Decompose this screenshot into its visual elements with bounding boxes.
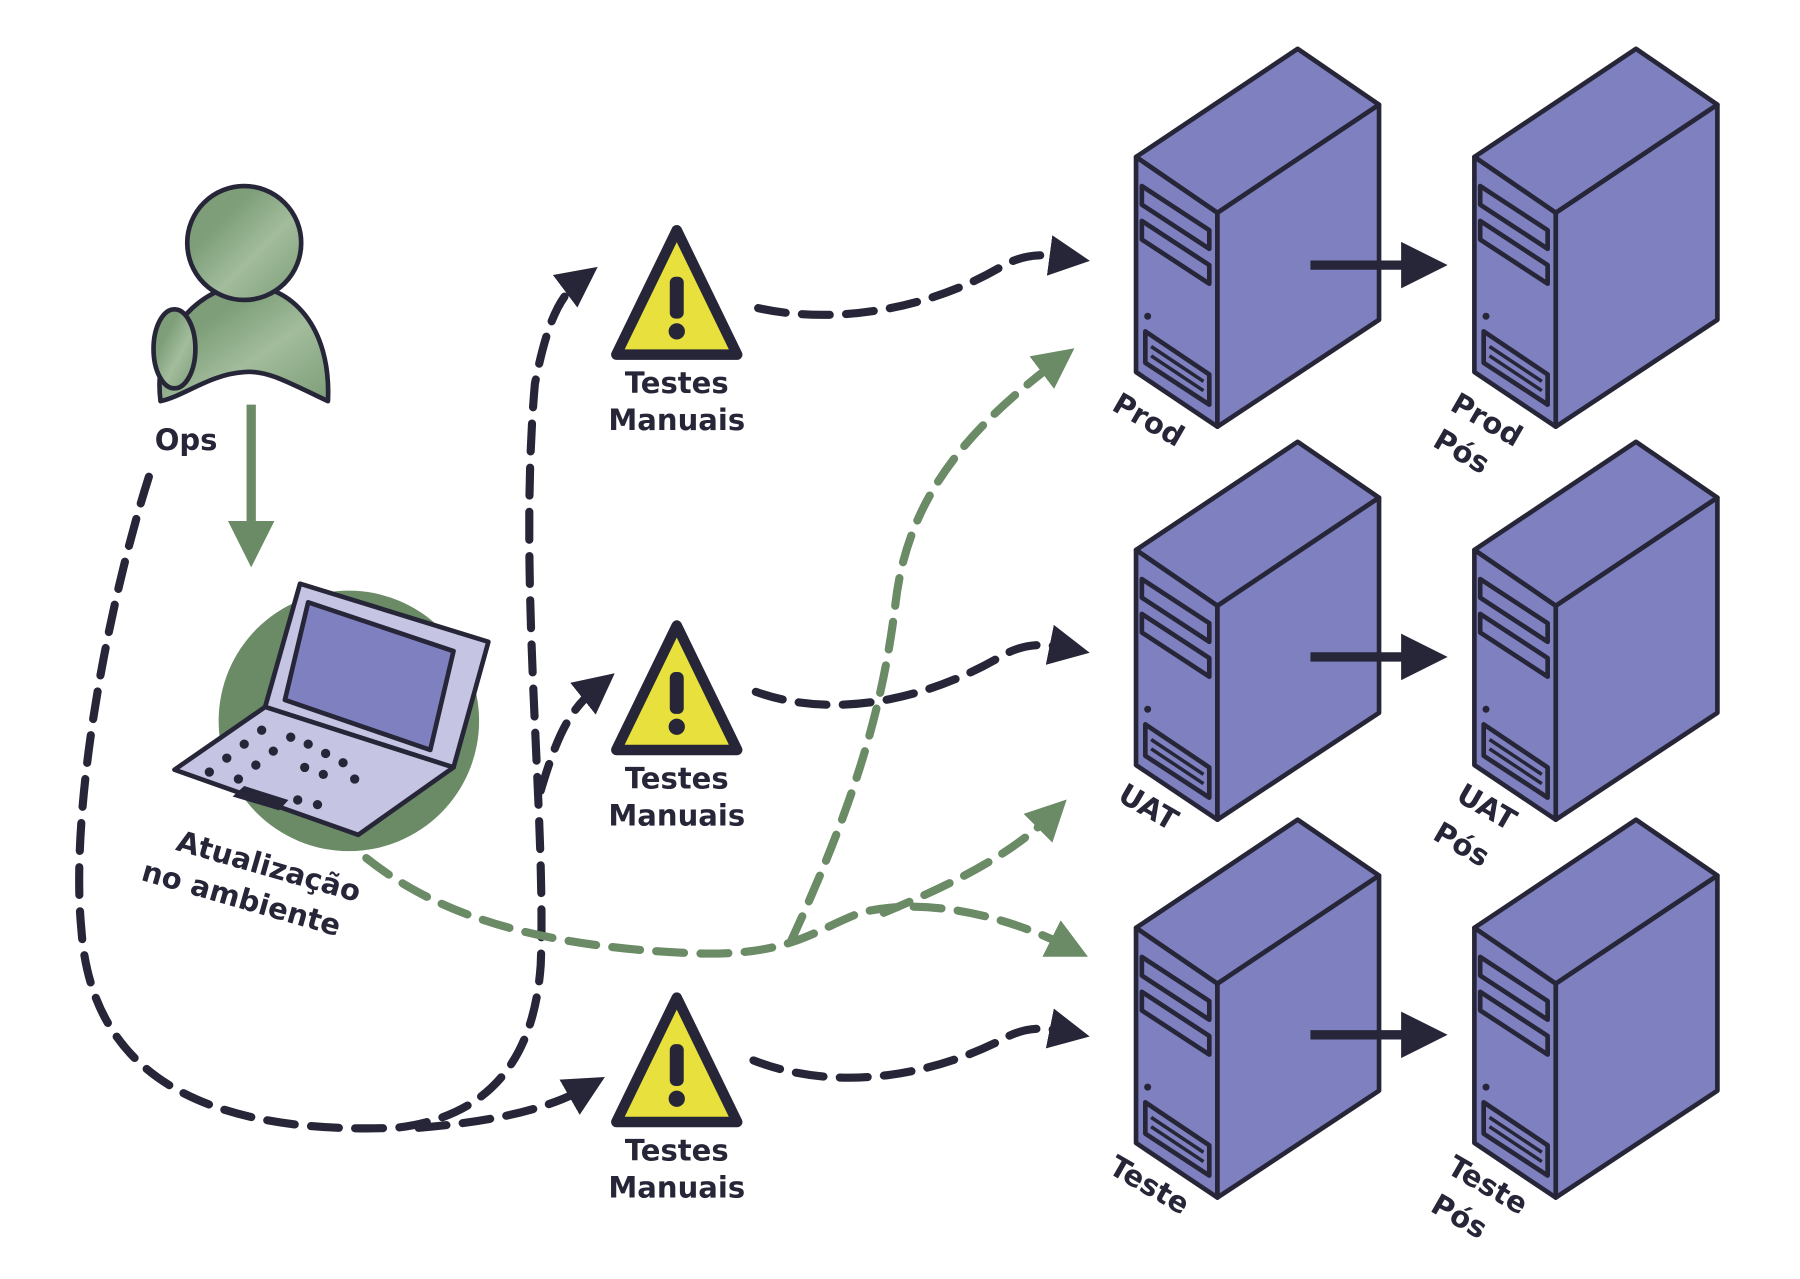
- server-teste: Teste: [1103, 820, 1379, 1221]
- manual-test-label: Manuais: [608, 403, 745, 437]
- to-test-manual-2: [536, 673, 615, 795]
- manual-3-to-teste: [749, 1008, 1090, 1082]
- manual-test-label: Manuais: [608, 1171, 745, 1205]
- server-icon: [1136, 820, 1379, 1198]
- server-icon: [1474, 820, 1717, 1198]
- manual-test-label: Testes: [625, 366, 729, 400]
- manual-test-label: Testes: [625, 1133, 729, 1167]
- server-icon: [1474, 49, 1717, 427]
- manual-test-3: Testes Manuais: [608, 998, 745, 1205]
- server-icon: [1136, 49, 1379, 427]
- green-to-uat: [879, 799, 1067, 917]
- to-test-manual-3: [414, 1077, 605, 1132]
- server-icon: [1474, 442, 1717, 820]
- manual-2-to-uat: [751, 624, 1090, 709]
- left-loop-path: [75, 266, 598, 1133]
- warning-icon: [616, 230, 737, 354]
- warning-icon: [616, 626, 737, 750]
- green-to-prod: [786, 348, 1075, 946]
- laptop-icon: [172, 581, 491, 852]
- manual-test-2: Testes Manuais: [608, 626, 745, 833]
- server-prod: Prod: [1107, 49, 1379, 454]
- server-uat-pos: UAT Pós: [1428, 442, 1718, 874]
- manual-test-label: Testes: [625, 761, 729, 795]
- server-icon: [1136, 442, 1379, 820]
- manual-test-label: Manuais: [608, 799, 745, 833]
- server-teste-pos: Teste Pós: [1426, 820, 1718, 1246]
- warning-icon: [616, 998, 737, 1122]
- user-icon: [151, 183, 331, 404]
- manual-test-1: Testes Manuais: [608, 230, 745, 437]
- ops-label: Ops: [155, 423, 218, 457]
- server-prod-pos: Prod Pós: [1428, 49, 1718, 481]
- laptop-green-flow: [362, 854, 1088, 958]
- server-uat: UAT: [1113, 442, 1379, 837]
- manual-1-to-prod: [754, 235, 1090, 319]
